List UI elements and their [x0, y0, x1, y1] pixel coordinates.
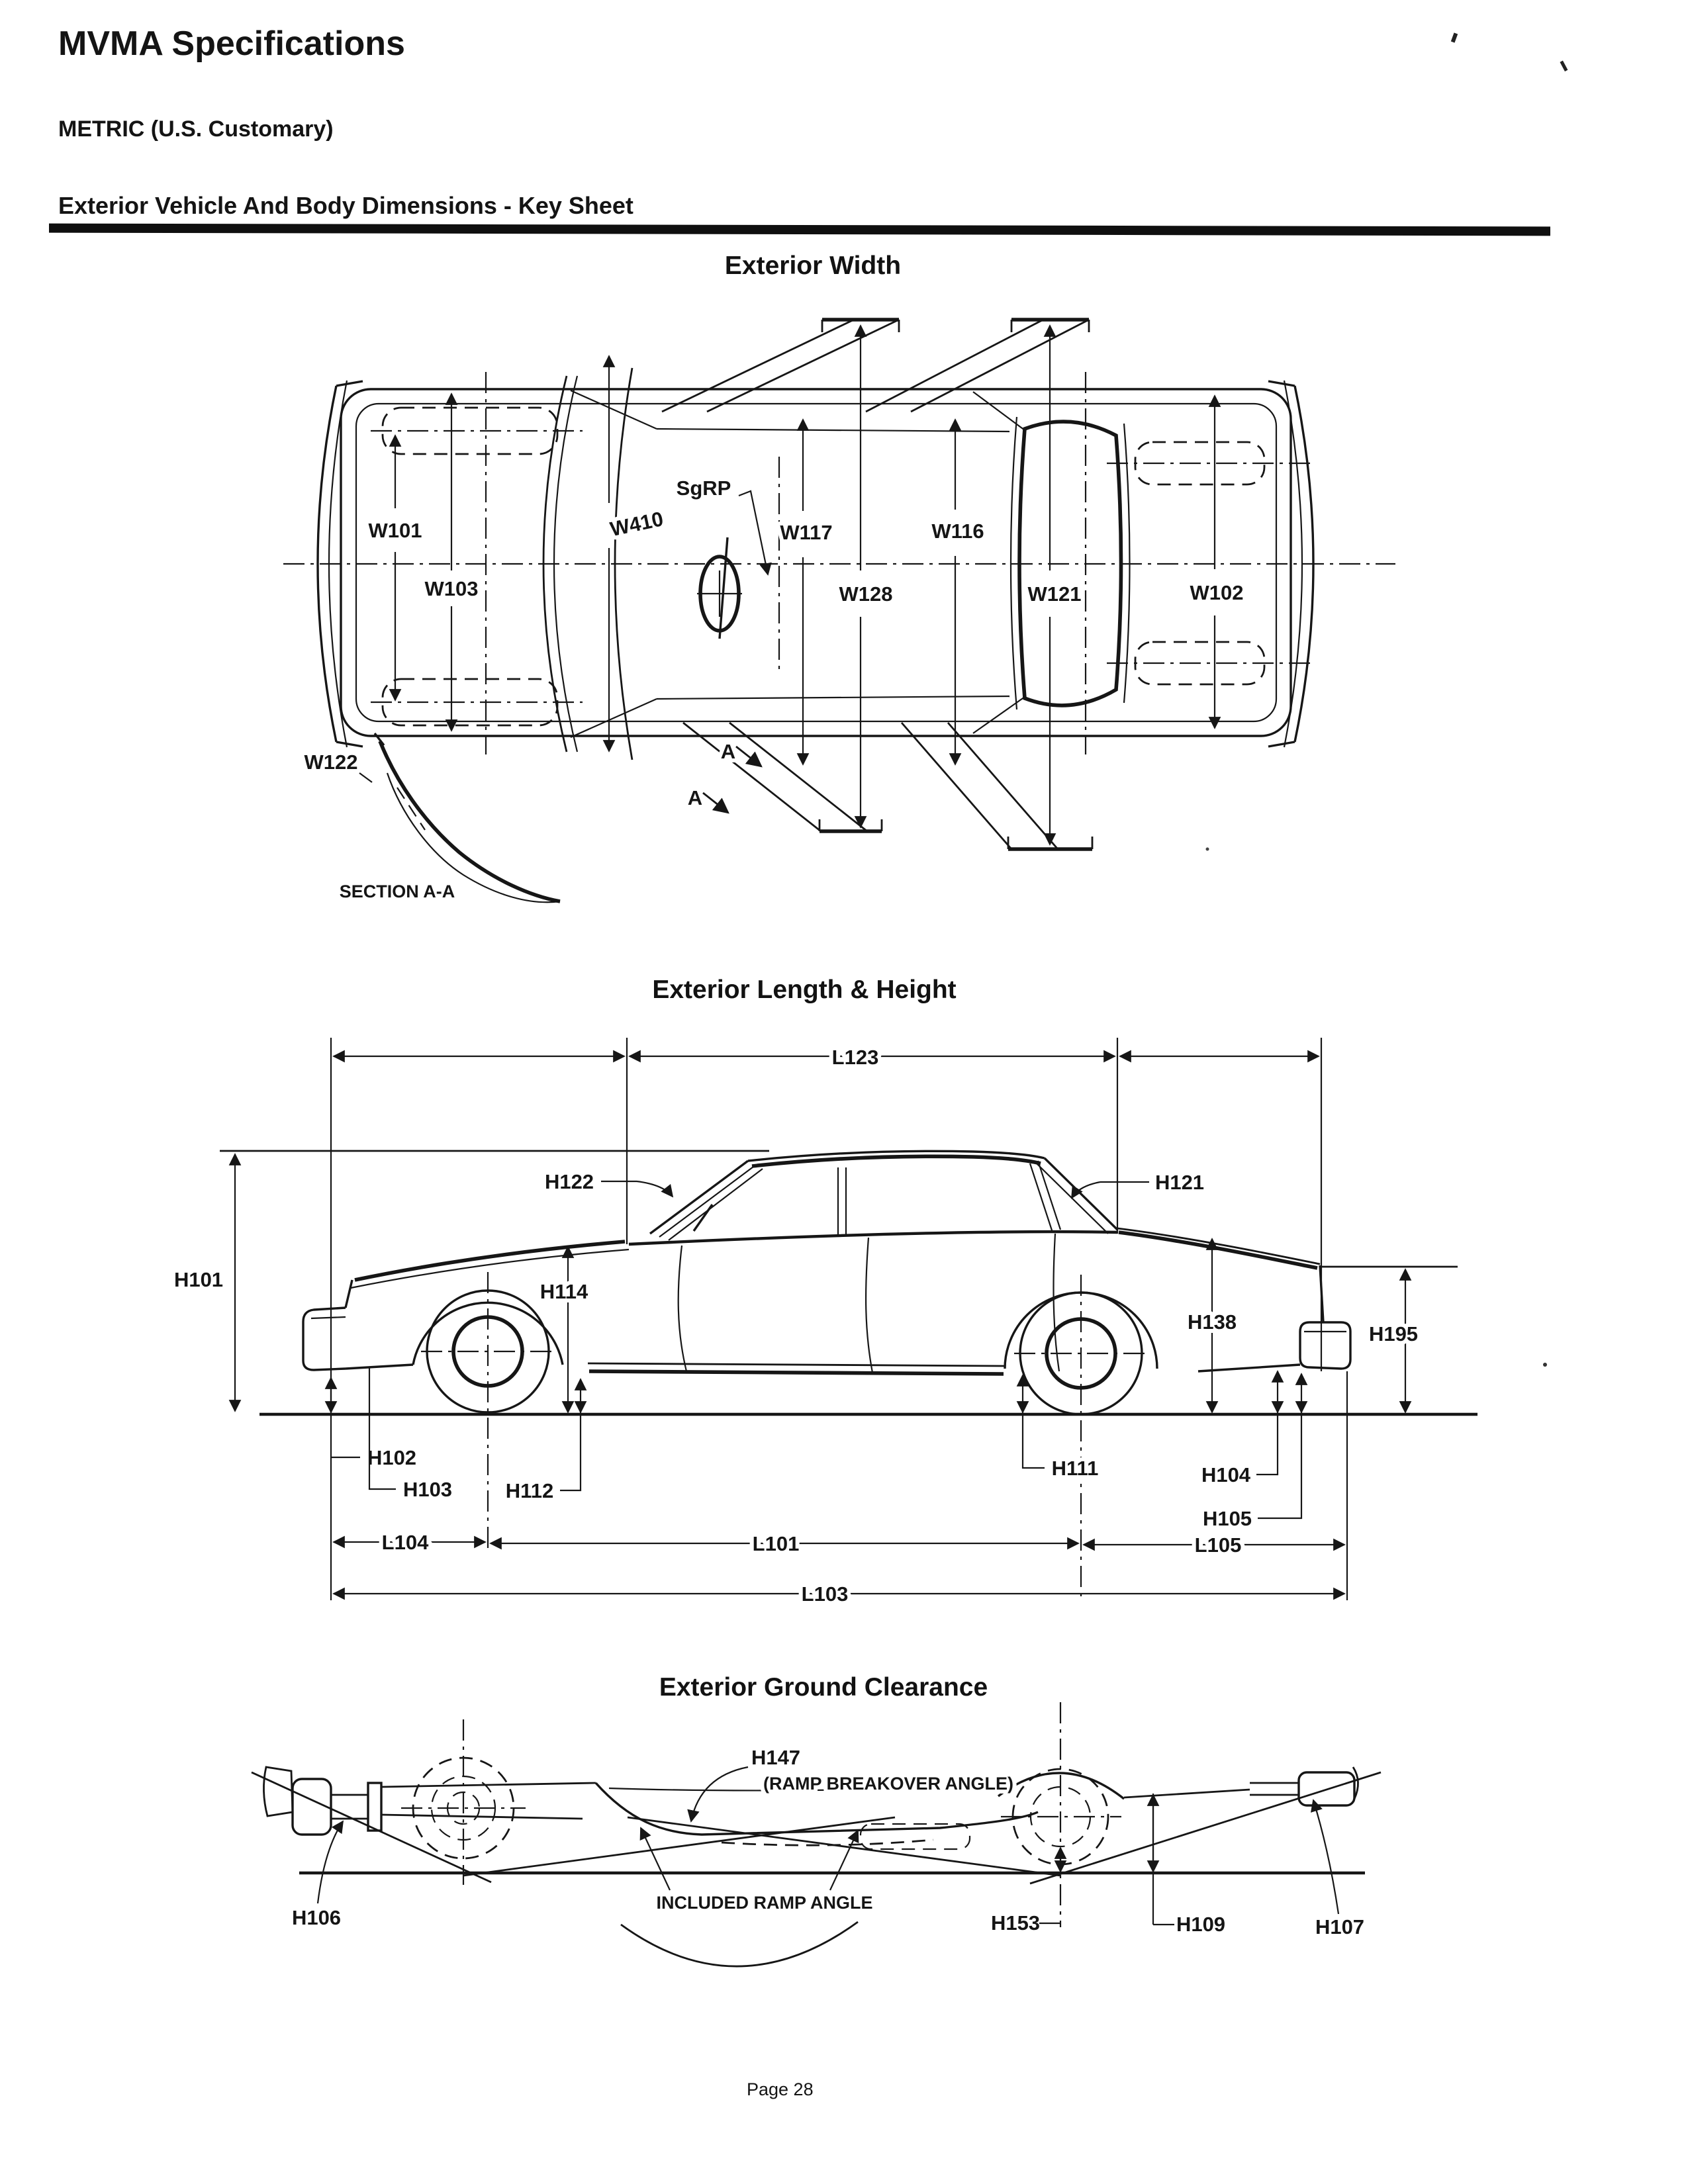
approach-angle-line: [251, 1771, 492, 1884]
section-heading: Exterior Vehicle And Body Dimensions - K…: [58, 192, 633, 219]
dim-label-w121: W121: [1028, 582, 1082, 606]
dim-label-w101: W101: [369, 519, 422, 542]
dim-label-h112: H112: [506, 1479, 553, 1502]
dim-label-h153: H153: [991, 1911, 1040, 1934]
ramp-line-front: [463, 1816, 896, 1877]
dim-label-h114: H114: [540, 1280, 588, 1303]
dim-label-w122: W122: [305, 751, 358, 774]
section-aa-detail: W122 A A SECTION A-A: [301, 732, 763, 905]
length-dimension-lines: L104 L101 L105 L103: [332, 1527, 1346, 1610]
dim-label-h105: H105: [1203, 1507, 1252, 1530]
rear-window-outline: [1017, 420, 1123, 707]
departure-angle-line: [1029, 1771, 1382, 1885]
ramp-line-rear: [627, 1816, 1061, 1877]
dim-label-h102: H102: [367, 1446, 416, 1469]
dim-label-h147: H147: [751, 1746, 800, 1769]
diagram-exterior-ground-clearance: Exterior Ground Clearance: [251, 1673, 1382, 1968]
front-bumper: [302, 1306, 346, 1371]
width-dimension-lines: [389, 324, 1221, 846]
dim-label-h195: H195: [1369, 1322, 1418, 1345]
section-aa-label: SECTION A-A: [340, 882, 455, 901]
diagram-title-length-height: Exterior Length & Height: [652, 976, 956, 1004]
diagram-title-exterior-width: Exterior Width: [725, 251, 901, 280]
dim-label-a-lower: A: [688, 786, 702, 809]
dim-label-l103: L103: [802, 1582, 849, 1606]
included-angle-arc: [620, 1921, 859, 1968]
diagram-title-ground-clearance: Exterior Ground Clearance: [659, 1673, 988, 1702]
top-length-dimension: L123: [332, 1042, 1320, 1073]
windshield-arc: [542, 375, 568, 752]
backlight: [1043, 1157, 1119, 1231]
dim-label-h104: H104: [1201, 1463, 1251, 1486]
dim-label-w102: W102: [1190, 581, 1244, 604]
windshield: [649, 1160, 749, 1235]
dim-label-l101: L101: [753, 1532, 800, 1555]
dim-label-h121: H121: [1155, 1171, 1204, 1194]
dim-label-h109: H109: [1176, 1913, 1225, 1936]
dim-label-w103: W103: [425, 577, 479, 600]
dim-label-l104: L104: [382, 1531, 429, 1554]
chassis-drawing: [263, 1702, 1365, 1927]
clearance-angle-lines: [251, 1771, 1382, 1968]
diagram-exterior-length-height: Exterior Length & Height L123: [170, 976, 1477, 1610]
dim-label-w116: W116: [931, 520, 984, 543]
dim-label-h106: H106: [292, 1906, 341, 1929]
dim-label-w117: W117: [780, 521, 832, 544]
diagram-exterior-width: Exterior Width: [283, 251, 1395, 905]
dim-label-h103: H103: [403, 1478, 452, 1501]
clearance-labels: H147 (RAMP BREAKOVER ANGLE) INCLUDED RAM…: [288, 1742, 1368, 1942]
rear-bumper: [1299, 1321, 1352, 1370]
label-included-ramp-angle: INCLUDED RAMP ANGLE: [656, 1893, 872, 1913]
sgrp-leader: [738, 490, 772, 576]
page-subtitle: METRIC (U.S. Customary): [58, 116, 334, 142]
label-ramp-breakover: (RAMP BREAKOVER ANGLE): [763, 1774, 1013, 1794]
scan-specks: [1205, 32, 1568, 1367]
side-view-car-body: [259, 1150, 1477, 1602]
top-view-car-body: [283, 367, 1395, 760]
mirror-section-blade: [378, 740, 561, 903]
dim-label-h101: H101: [174, 1268, 223, 1291]
dim-label-l123: L123: [832, 1046, 879, 1069]
page-number: Page 28: [747, 2079, 814, 2099]
height-dimension-lines: H101 H122 H121 H114 H112 H138 H195 H11: [170, 1153, 1422, 1534]
dim-label-h138: H138: [1188, 1310, 1237, 1334]
dim-label-h107: H107: [1315, 1915, 1364, 1938]
dim-label-l105: L105: [1195, 1533, 1242, 1557]
dim-label-a-upper: A: [721, 740, 735, 763]
page-title: MVMA Specifications: [58, 24, 405, 63]
dim-label-h122: H122: [545, 1170, 594, 1193]
extension-lines: [220, 1038, 1458, 1600]
dim-label-sgrp: SgRP: [677, 477, 731, 500]
door-glass-projections: [661, 318, 1094, 851]
dim-label-w128: W128: [839, 582, 893, 606]
dim-label-h111: H111: [1052, 1457, 1099, 1480]
